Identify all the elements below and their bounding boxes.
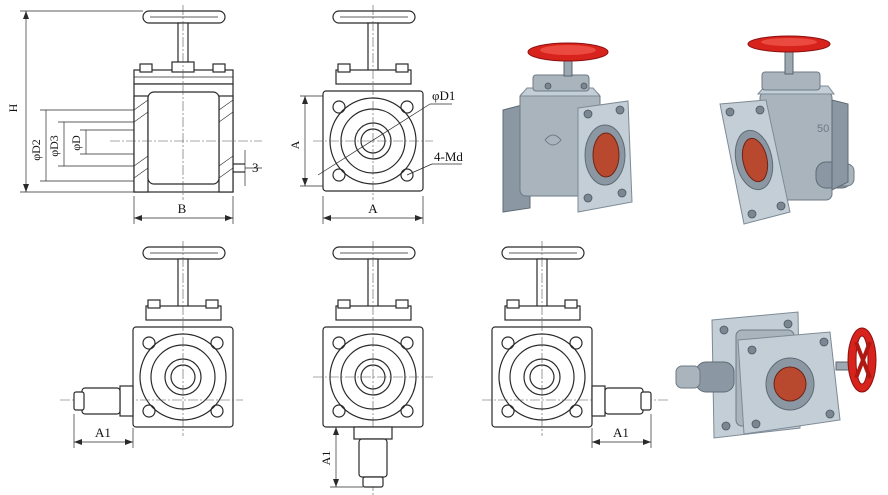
d2-label: φD2 bbox=[29, 139, 43, 161]
b-label: B bbox=[178, 201, 187, 216]
side-section-view: H φD2 φD3 φD 3 B bbox=[6, 5, 262, 224]
side-dimensions: H φD2 φD3 φD 3 B bbox=[6, 10, 262, 224]
bolts-label: 4-Md bbox=[434, 149, 463, 164]
valve-photo-front bbox=[502, 42, 633, 213]
photo-emblem: 50 bbox=[817, 123, 829, 135]
body-side bbox=[110, 5, 262, 200]
a-vertical-label: A bbox=[288, 140, 302, 149]
bonnet-side bbox=[133, 61, 234, 85]
a-horizontal-label: A bbox=[368, 201, 378, 216]
front-view-left-outlet: A1 bbox=[60, 241, 243, 448]
a1-bottom-label: A1 bbox=[319, 451, 333, 466]
gap-label: 3 bbox=[252, 160, 259, 175]
valve-photo-side-outlet bbox=[675, 311, 877, 439]
a1-right-label: A1 bbox=[613, 425, 629, 440]
valve-photo-angle: 50 bbox=[719, 35, 855, 225]
front-view-right-outlet: A1 bbox=[482, 241, 670, 448]
height-label: H bbox=[6, 103, 20, 112]
front-view-top: φD1 4-Md A A bbox=[288, 5, 463, 224]
d3-label: φD3 bbox=[47, 135, 61, 157]
a1-left-label: A1 bbox=[95, 425, 111, 440]
d1-label: φD1 bbox=[432, 88, 455, 103]
front-view-bottom-outlet: A1 bbox=[313, 241, 433, 495]
d-label: φD bbox=[69, 135, 83, 151]
